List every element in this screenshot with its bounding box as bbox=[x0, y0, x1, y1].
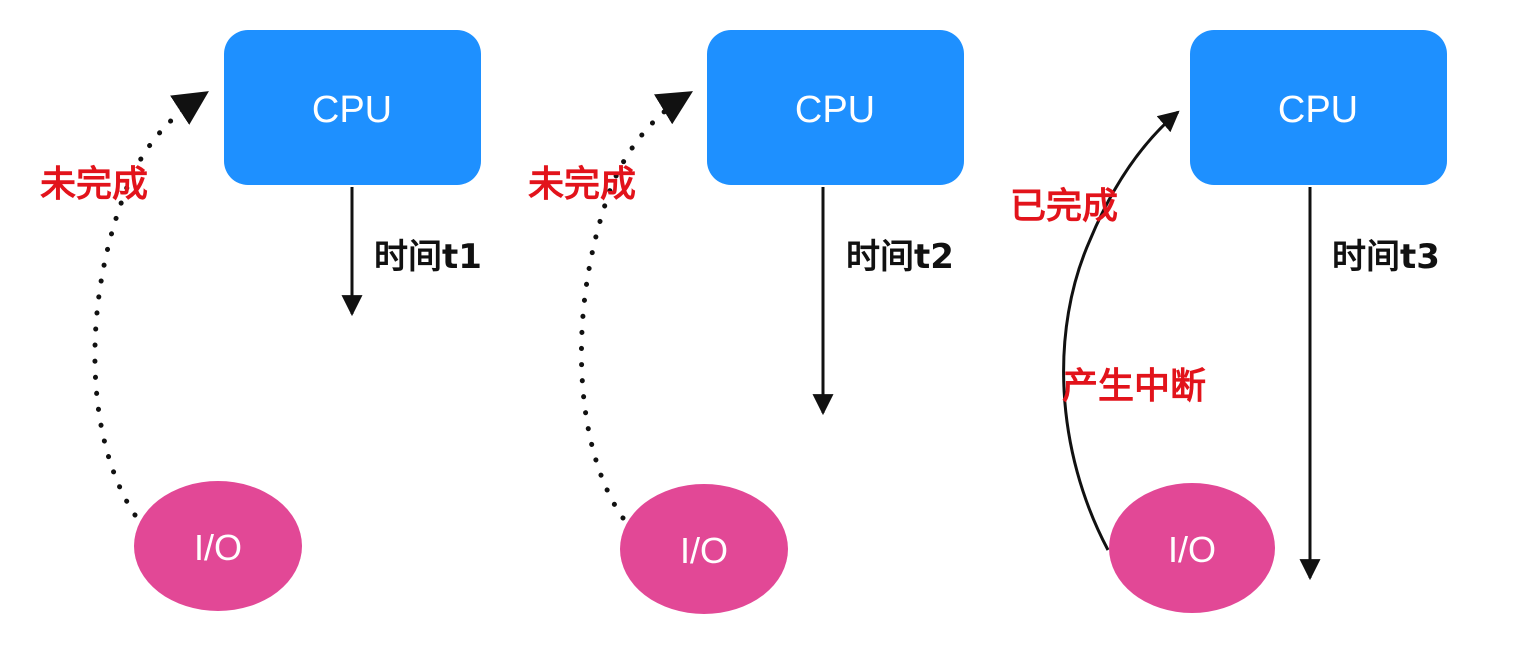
cpu-label: CPU bbox=[1278, 89, 1358, 131]
cpu-box bbox=[707, 30, 964, 185]
cpu-label: CPU bbox=[312, 89, 392, 131]
io-label: I/O bbox=[1168, 529, 1216, 570]
cpu-box bbox=[224, 30, 481, 185]
status-label-incomplete: 未完成 bbox=[40, 164, 148, 205]
interrupt-label: 产生中断 bbox=[1062, 366, 1206, 407]
io-label: I/O bbox=[194, 527, 242, 568]
status-label-incomplete: 未完成 bbox=[528, 164, 636, 205]
cpu-box bbox=[1190, 30, 1447, 185]
panel-3: CPU 时间t3 已完成 产生中断 I/O bbox=[1010, 30, 1447, 613]
panel-2: CPU 时间t2 未完成 I/O bbox=[528, 30, 964, 614]
panel-1: CPU 时间t1 未完成 I/O bbox=[40, 30, 482, 611]
time-label: 时间t1 bbox=[374, 237, 482, 277]
io-device bbox=[1109, 483, 1275, 613]
io-device bbox=[620, 484, 788, 614]
pending-request-link bbox=[92, 90, 209, 518]
pending-request-link bbox=[579, 90, 693, 521]
io-device bbox=[134, 481, 302, 611]
io-label: I/O bbox=[680, 530, 728, 571]
time-label: 时间t2 bbox=[846, 237, 954, 277]
interrupt-link bbox=[1062, 110, 1180, 551]
cpu-label: CPU bbox=[795, 89, 875, 131]
status-label-complete: 已完成 bbox=[1010, 186, 1118, 227]
time-label: 时间t3 bbox=[1332, 237, 1440, 277]
